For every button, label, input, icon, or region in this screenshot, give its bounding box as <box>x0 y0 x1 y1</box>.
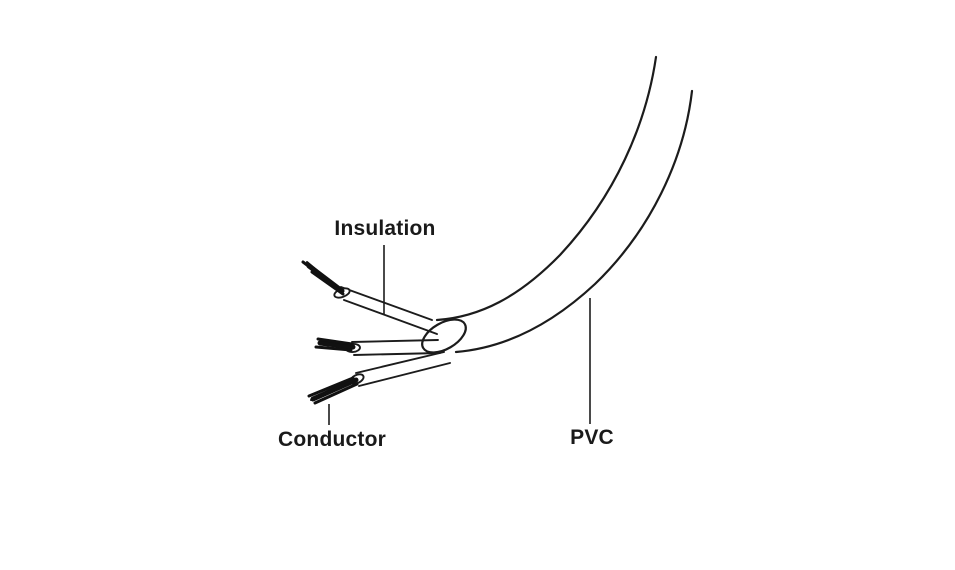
jacket-inner-edge <box>454 89 694 354</box>
conductor-tip-bottom <box>307 376 359 405</box>
conductor-tip-middle <box>314 337 356 352</box>
insulated-wires <box>333 286 451 387</box>
conductor-tip-top <box>301 260 345 296</box>
conductor-strands <box>301 260 359 405</box>
jacket-cut-face <box>421 318 467 354</box>
jacket-outer-edge <box>435 55 658 322</box>
insulated-wire-top <box>333 286 438 335</box>
insulated-wire-middle <box>345 339 441 356</box>
pvc-jacket <box>421 55 694 354</box>
leader-lines <box>328 245 591 425</box>
label-pvc: PVC <box>570 426 614 449</box>
label-conductor: Conductor <box>278 428 386 451</box>
insulated-wire-bottom <box>349 351 451 387</box>
label-insulation: Insulation <box>334 217 436 240</box>
